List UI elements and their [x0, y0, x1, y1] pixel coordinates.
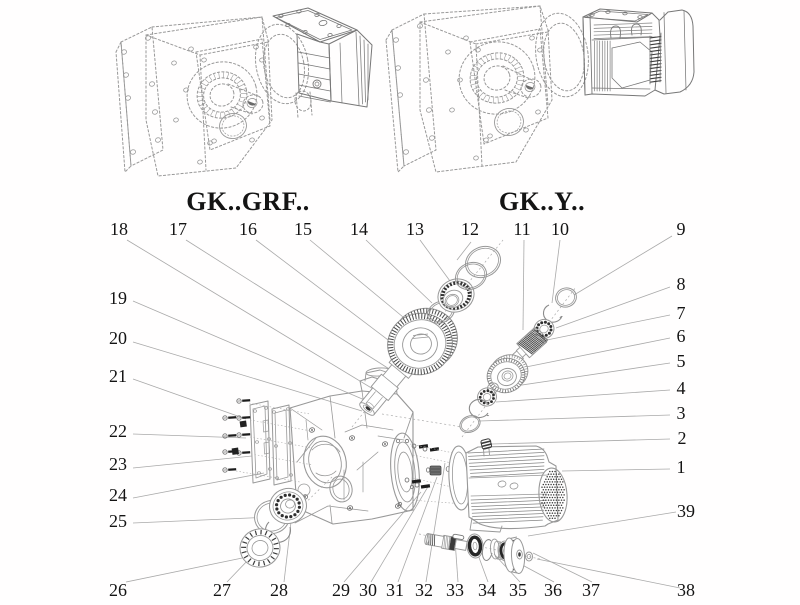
svg-text:6: 6 — [677, 326, 686, 346]
svg-text:1: 1 — [677, 457, 686, 477]
svg-text:36: 36 — [544, 580, 562, 600]
svg-text:37: 37 — [582, 580, 600, 600]
svg-text:23: 23 — [109, 454, 127, 474]
svg-text:39: 39 — [677, 501, 695, 521]
svg-text:5: 5 — [677, 351, 686, 371]
svg-text:10: 10 — [551, 219, 569, 239]
svg-text:29: 29 — [332, 580, 350, 600]
svg-text:2: 2 — [678, 428, 687, 448]
svg-text:27: 27 — [213, 580, 231, 600]
svg-text:21: 21 — [109, 366, 127, 386]
svg-text:19: 19 — [109, 288, 127, 308]
svg-text:28: 28 — [270, 580, 288, 600]
svg-text:14: 14 — [350, 219, 368, 239]
svg-text:18: 18 — [110, 219, 128, 239]
svg-text:7: 7 — [677, 303, 686, 323]
svg-text:35: 35 — [509, 580, 527, 600]
svg-text:GK..GRF..: GK..GRF.. — [186, 187, 309, 216]
svg-text:9: 9 — [677, 219, 686, 239]
svg-text:30: 30 — [359, 580, 377, 600]
svg-text:38: 38 — [677, 580, 695, 600]
svg-text:22: 22 — [109, 421, 127, 441]
svg-text:24: 24 — [109, 485, 127, 505]
svg-text:GK..Y..: GK..Y.. — [499, 187, 585, 216]
svg-text:15: 15 — [294, 219, 312, 239]
svg-text:11: 11 — [513, 219, 530, 239]
svg-text:17: 17 — [169, 219, 187, 239]
svg-text:25: 25 — [109, 511, 127, 531]
svg-text:13: 13 — [406, 219, 424, 239]
svg-text:4: 4 — [677, 378, 686, 398]
svg-text:3: 3 — [677, 403, 686, 423]
svg-text:32: 32 — [415, 580, 433, 600]
svg-text:34: 34 — [478, 580, 496, 600]
svg-text:33: 33 — [446, 580, 464, 600]
svg-text:16: 16 — [239, 219, 257, 239]
svg-text:20: 20 — [109, 328, 127, 348]
svg-text:31: 31 — [386, 580, 404, 600]
svg-text:12: 12 — [461, 219, 479, 239]
svg-text:8: 8 — [677, 274, 686, 294]
svg-text:26: 26 — [109, 580, 127, 600]
